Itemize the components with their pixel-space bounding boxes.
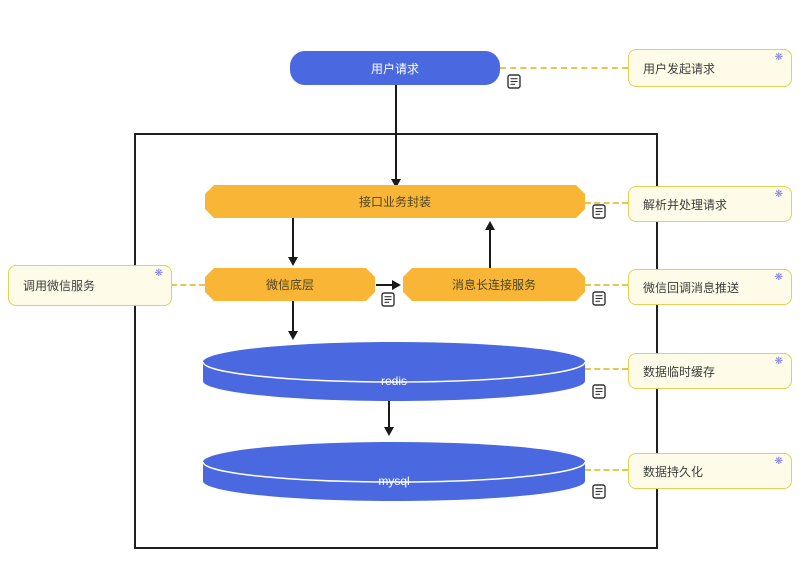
node-redis-cylinder[interactable]: redis	[202, 340, 586, 404]
connector-wechat-to-redis	[292, 301, 294, 332]
connector-redis-to-mysql	[388, 401, 390, 428]
connector-user-to-api	[395, 85, 397, 180]
connector-msgconn-to-api	[489, 230, 491, 268]
dash-user-note	[500, 67, 628, 69]
dash-api-note	[585, 202, 628, 204]
node-label: 用户请求	[370, 61, 419, 76]
note-text: 解析并处理请求	[643, 197, 728, 212]
node-label: 消息长连接服务	[451, 278, 536, 292]
arrowhead-wechat-to-redis	[288, 331, 298, 340]
document-icon[interactable]	[507, 74, 521, 89]
dash-persist-note	[585, 469, 628, 471]
node-api-encapsulation[interactable]: 接口业务封装	[205, 185, 585, 218]
dash-callwechat-note	[171, 284, 205, 286]
node-label: 微信底层	[265, 278, 314, 292]
arrowhead-msgconn-to-api	[485, 221, 495, 230]
node-mysql-cylinder[interactable]: mysql	[202, 440, 586, 504]
note-text: 用户发起请求	[643, 61, 716, 76]
arrowhead-wechat-to-msgconn	[392, 280, 401, 290]
node-msg-long-connection[interactable]: 消息长连接服务	[403, 268, 585, 301]
note-data-cache[interactable]: 数据临时缓存 ❋	[628, 353, 792, 389]
sparkle-icon: ❋	[774, 189, 783, 200]
dash-cache-note	[585, 368, 628, 370]
sparkle-icon: ❋	[774, 52, 783, 63]
note-text: 调用微信服务	[23, 279, 96, 293]
note-text: 微信回调消息推送	[643, 280, 740, 295]
note-text: 数据持久化	[643, 464, 704, 479]
document-icon[interactable]	[381, 292, 395, 307]
node-wechat-base[interactable]: 微信底层	[205, 268, 375, 301]
note-wechat-callback[interactable]: 微信回调消息推送 ❋	[628, 269, 792, 305]
document-icon[interactable]	[592, 484, 606, 499]
document-icon[interactable]	[592, 291, 606, 306]
document-icon[interactable]	[592, 204, 606, 219]
arrowhead-redis-to-mysql	[384, 427, 394, 436]
arrowhead-api-to-wechat	[288, 257, 298, 266]
node-label: mysql	[378, 474, 409, 488]
node-label: redis	[381, 374, 407, 388]
connector-api-to-wechat	[292, 218, 294, 258]
node-label: 接口业务封装	[358, 195, 431, 209]
note-parse-handle[interactable]: 解析并处理请求 ❋	[628, 186, 792, 222]
sparkle-icon: ❋	[774, 456, 783, 467]
arrowhead-user-to-api	[391, 179, 401, 188]
dash-callback-note	[585, 284, 628, 286]
note-call-wechat[interactable]: 调用微信服务 ❋	[8, 265, 172, 306]
note-data-persist[interactable]: 数据持久化 ❋	[628, 453, 792, 489]
connector-wechat-to-msgconn	[376, 284, 393, 286]
sparkle-icon: ❋	[774, 272, 783, 283]
document-icon[interactable]	[592, 384, 606, 399]
note-user-initiate[interactable]: 用户发起请求 ❋	[628, 49, 792, 87]
sparkle-icon: ❋	[774, 356, 783, 367]
sparkle-icon: ❋	[154, 268, 163, 279]
node-user-request[interactable]: 用户请求	[290, 51, 500, 85]
note-text: 数据临时缓存	[643, 364, 716, 379]
